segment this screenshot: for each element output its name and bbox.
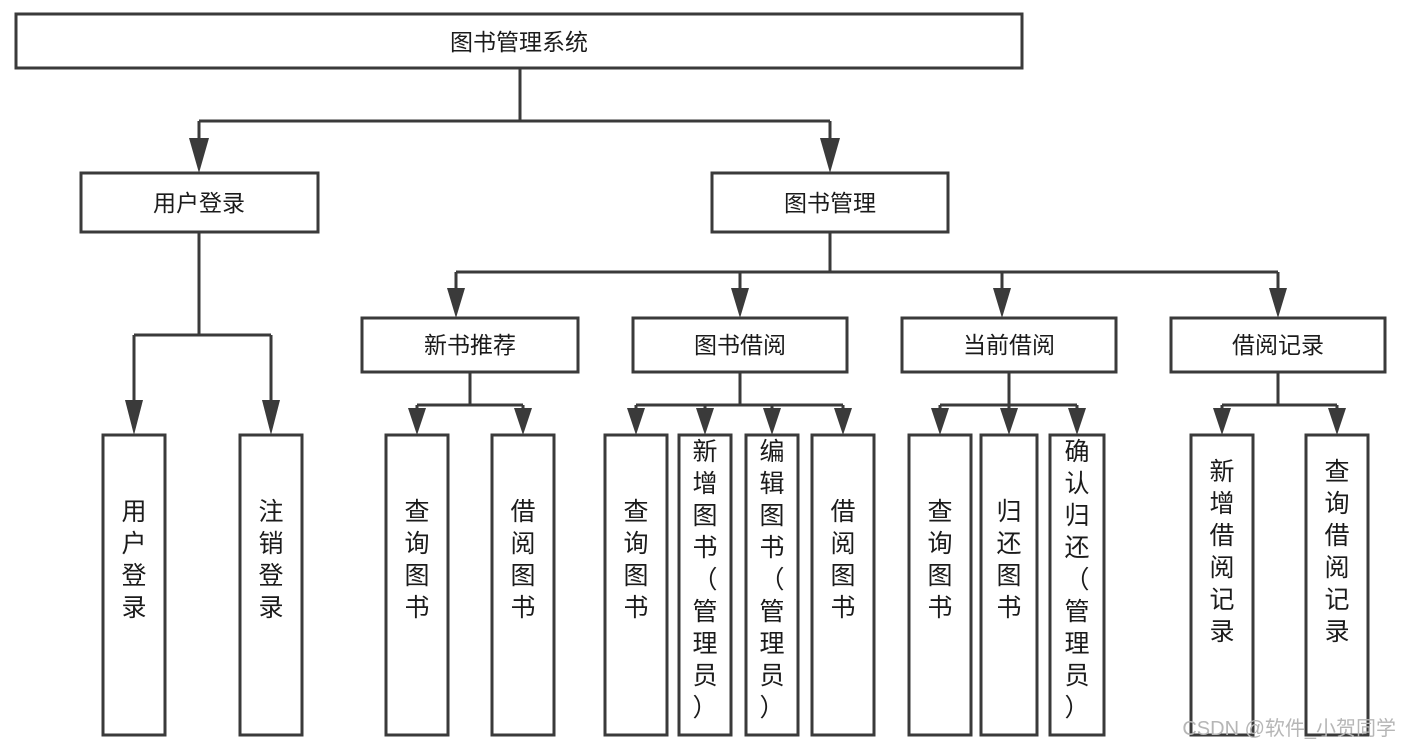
arrow-to-book-manage (820, 138, 840, 173)
node-leaf-user-logout-label: 注销登录 (258, 498, 283, 622)
node-current-borrow-box[interactable] (900, 316, 1118, 374)
node-leaf-borrow-book-1-label: 借阅图书 (510, 498, 535, 622)
arrow-to-borrow-record (1269, 288, 1287, 318)
node-leaf-query-book-3[interactable]: 查询图书 (907, 433, 973, 737)
arrow-to-leaf-user-login (125, 400, 143, 435)
node-book-borrow-label: 图书借阅 (694, 332, 786, 358)
node-borrow-record-label: 借阅记录 (1232, 332, 1324, 358)
node-leaf-add-record[interactable]: 新增借阅记录 (1189, 433, 1255, 737)
node-leaf-add-record-label: 新增借阅记录 (1209, 458, 1234, 646)
node-leaf-return-book-label: 归还图书 (996, 498, 1021, 622)
node-user-login-label: 用户登录 (153, 190, 245, 216)
node-leaf-add-record-box[interactable] (1189, 433, 1255, 737)
csdn-watermark: CSDN @软件_小贺同学 (1182, 717, 1396, 740)
arrow-to-current-borrow (993, 288, 1011, 318)
arrow-to-leaf-add-record (1213, 408, 1231, 435)
node-leaf-query-book-3-box[interactable] (907, 433, 973, 737)
arrow-to-leaf-query-book-2 (627, 408, 645, 435)
node-book-borrow-box[interactable] (631, 316, 849, 374)
node-book-manage[interactable]: 图书管理 (710, 171, 950, 234)
node-leaf-borrow-book-2-label: 借阅图书 (830, 498, 855, 622)
node-leaf-add-book[interactable]: 新增图书（管理员） (677, 433, 733, 737)
arrow-to-leaf-confirm-return (1068, 408, 1086, 435)
node-new-book-recommend[interactable]: 新书推荐 (360, 316, 580, 374)
node-current-borrow[interactable]: 当前借阅 (900, 316, 1118, 374)
node-leaf-edit-book[interactable]: 编辑图书（管理员） (744, 433, 800, 737)
arrow-to-leaf-query-book-1 (408, 408, 426, 435)
node-root[interactable]: 图书管理系统 (14, 12, 1024, 70)
node-leaf-query-record[interactable]: 查询借阅记录 (1304, 433, 1370, 737)
node-leaf-edit-book-box[interactable] (744, 433, 800, 737)
node-leaf-return-book-box[interactable] (979, 433, 1039, 737)
node-leaf-query-book-2[interactable]: 查询图书 (603, 433, 669, 737)
node-leaf-add-book-label: 新增图书（管理员） (692, 438, 717, 722)
node-leaf-user-login[interactable]: 用户登录 (101, 433, 167, 737)
node-new-book-recommend-box[interactable] (360, 316, 580, 374)
node-root-label: 图书管理系统 (450, 29, 588, 55)
arrow-to-new-book-recommend (447, 288, 465, 318)
arrow-to-leaf-query-book-3 (931, 408, 949, 435)
node-user-login-box[interactable] (79, 171, 320, 234)
node-leaf-borrow-book-2[interactable]: 借阅图书 (810, 433, 876, 737)
arrow-to-leaf-user-logout (262, 400, 280, 435)
node-user-login[interactable]: 用户登录 (79, 171, 320, 234)
node-leaf-borrow-book-1[interactable]: 借阅图书 (490, 433, 556, 737)
node-leaf-user-logout-box[interactable] (238, 433, 304, 737)
arrow-to-leaf-return-book (1000, 408, 1018, 435)
node-new-book-recommend-label: 新书推荐 (424, 332, 516, 358)
node-leaf-query-book-1-box[interactable] (384, 433, 450, 737)
connector-layer (125, 68, 1346, 435)
node-borrow-record[interactable]: 借阅记录 (1169, 316, 1387, 374)
node-leaf-add-book-box[interactable] (677, 433, 733, 737)
node-leaf-query-book-1-label: 查询图书 (404, 498, 429, 622)
node-leaf-user-login-box[interactable] (101, 433, 167, 737)
arrow-to-book-borrow (731, 288, 749, 318)
arrow-to-user-login (189, 138, 209, 173)
node-leaf-borrow-book-1-box[interactable] (490, 433, 556, 737)
arrow-to-leaf-query-record (1328, 408, 1346, 435)
node-book-manage-box[interactable] (710, 171, 950, 234)
arrow-to-leaf-borrow-book-2 (834, 408, 852, 435)
node-leaf-query-book-2-label: 查询图书 (623, 498, 648, 622)
node-leaf-query-book-1[interactable]: 查询图书 (384, 433, 450, 737)
node-leaf-return-book[interactable]: 归还图书 (979, 433, 1039, 737)
node-root-box[interactable] (14, 12, 1024, 70)
node-leaf-confirm-return-label: 确认归还（管理员） (1064, 438, 1089, 722)
node-leaf-user-login-label: 用户登录 (121, 498, 146, 622)
node-leaf-user-logout[interactable]: 注销登录 (238, 433, 304, 737)
node-leaf-borrow-book-2-box[interactable] (810, 433, 876, 737)
node-leaf-confirm-return[interactable]: 确认归还（管理员） (1048, 433, 1106, 737)
node-leaf-query-record-label: 查询借阅记录 (1324, 458, 1349, 646)
arrow-to-leaf-edit-book (763, 408, 781, 435)
node-borrow-record-box[interactable] (1169, 316, 1387, 374)
arrow-to-leaf-add-book (696, 408, 714, 435)
node-leaf-query-book-2-box[interactable] (603, 433, 669, 737)
arrow-to-leaf-borrow-book-1 (514, 408, 532, 435)
node-current-borrow-label: 当前借阅 (963, 332, 1055, 358)
node-book-borrow[interactable]: 图书借阅 (631, 316, 849, 374)
node-leaf-confirm-return-box[interactable] (1048, 433, 1106, 737)
node-leaf-query-book-3-label: 查询图书 (927, 498, 952, 622)
node-book-manage-label: 图书管理 (784, 190, 876, 216)
node-leaf-edit-book-label: 编辑图书（管理员） (759, 438, 784, 722)
node-leaf-query-record-box[interactable] (1304, 433, 1370, 737)
